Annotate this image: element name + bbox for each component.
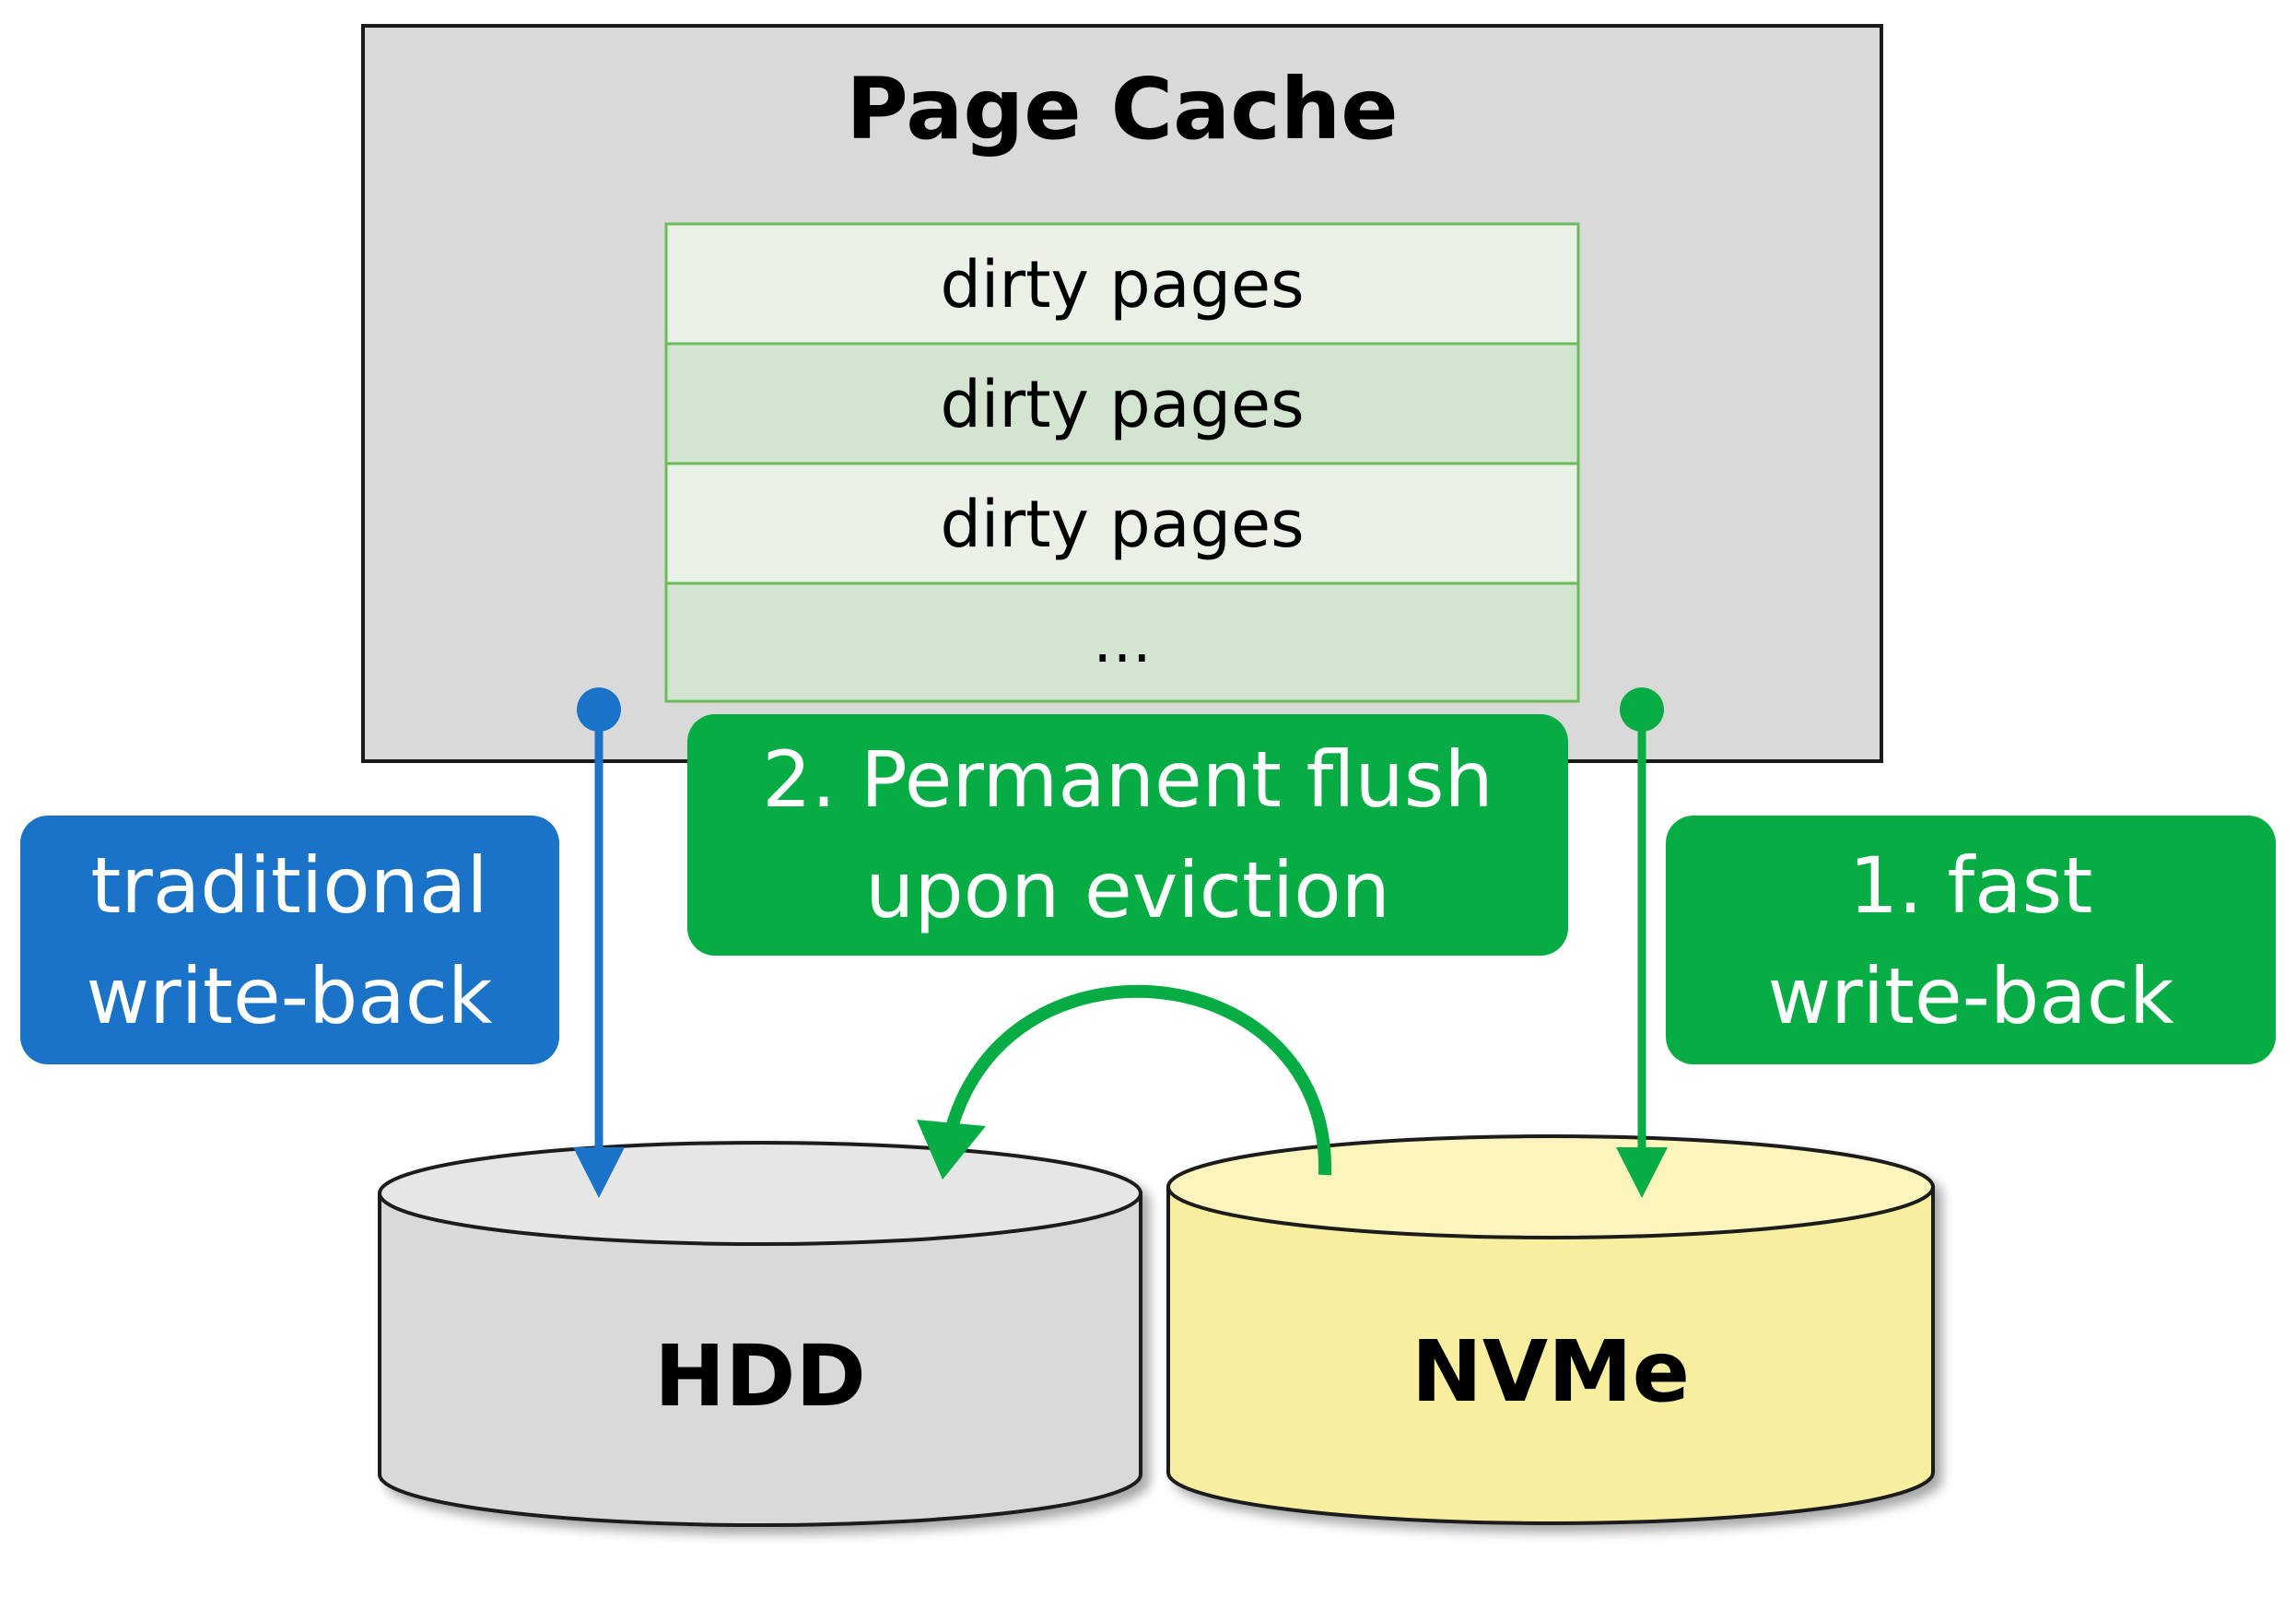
fast-label-line2: write-back [1767, 951, 2173, 1041]
hdd-label: HDD [654, 1327, 866, 1426]
traditional-label-line2: write-back [86, 951, 492, 1041]
permanent-label-line2: upon eviction [865, 845, 1390, 935]
nvme-cylinder [1166, 1134, 1935, 1525]
page-cache-title: Page Cache [846, 60, 1398, 159]
dirty-pages-table: dirty pages dirty pages dirty pages … [664, 222, 1580, 703]
traditional-write-back-arrow [573, 687, 625, 1198]
dirty-pages-row [664, 581, 1580, 703]
dirty-pages-row [664, 342, 1580, 465]
fast-label-line1: 1. fast [1849, 840, 2093, 931]
traditional-write-back-label: traditional write-back [20, 816, 559, 1064]
traditional-label-line1: traditional [90, 840, 487, 931]
dirty-pages-row-label: dirty pages [940, 367, 1304, 442]
dirty-pages-row-label: dirty pages [940, 487, 1304, 562]
fast-write-back-arrow [1616, 687, 1668, 1198]
ellipsis-row-label: … [1093, 608, 1152, 676]
eviction-curved-arrow [917, 984, 1332, 1180]
nvme-label: NVMe [1412, 1322, 1690, 1421]
dirty-pages-row [664, 222, 1580, 346]
fast-write-back-label: 1. fast write-back [1666, 816, 2276, 1064]
dirty-pages-row-label: dirty pages [940, 247, 1304, 323]
dirty-pages-row [664, 462, 1580, 585]
permanent-label-line1: 2. Permanent flush [762, 734, 1494, 825]
permanent-flush-label: 2. Permanent flush upon eviction [687, 714, 1568, 956]
